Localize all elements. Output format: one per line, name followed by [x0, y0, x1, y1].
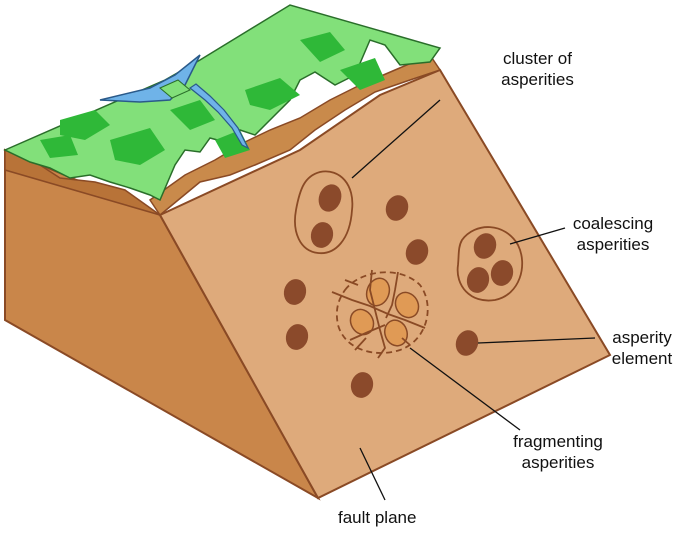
coalescing-outline — [456, 226, 523, 302]
grass-patch — [40, 135, 78, 158]
asperity-element — [466, 267, 490, 293]
asperity-element — [318, 184, 342, 212]
asperity-element — [455, 330, 479, 356]
fracture-lines — [331, 269, 426, 359]
label-line: element — [611, 349, 673, 368]
label-line: coalescing — [572, 214, 654, 233]
grass-patch — [170, 100, 215, 130]
label-coalescing-asperities: coalescing asperities — [558, 213, 668, 255]
asperity-element — [490, 260, 514, 286]
grass-patch — [245, 78, 300, 110]
fragmenting-outline — [335, 271, 429, 354]
label-fragmenting-asperities: fragmenting asperities — [498, 431, 618, 473]
label-line: fragmenting — [513, 432, 603, 451]
fragment-asperity — [383, 319, 409, 347]
grass-patch — [60, 110, 110, 140]
leader-fault-plane — [359, 447, 386, 501]
grass-patch — [300, 32, 345, 62]
cluster-outline — [294, 170, 354, 254]
asperity-element — [285, 324, 309, 350]
label-line: asperity — [612, 328, 672, 347]
asperity-element — [473, 233, 497, 259]
grass-patch — [340, 58, 385, 90]
leader-coalescing — [509, 227, 566, 245]
label-fault-plane: fault plane — [338, 508, 417, 527]
leader-fragmenting — [409, 347, 521, 431]
label-cluster-of-asperities: cluster of asperities — [490, 48, 585, 90]
asperity-element — [405, 239, 429, 265]
fragment-asperity — [349, 308, 375, 336]
lake-island — [159, 79, 191, 99]
asperity-element — [350, 372, 374, 398]
label-line: asperities — [576, 235, 650, 254]
grass-patch — [110, 128, 165, 165]
label-asperity-element: asperity element — [598, 327, 686, 369]
label-line: asperities — [521, 453, 595, 472]
asperity-element — [283, 279, 307, 305]
fragment-asperity — [394, 291, 420, 319]
asperity-element — [310, 222, 334, 248]
river — [188, 83, 250, 150]
asperity-element — [385, 195, 409, 221]
leader-cluster — [351, 99, 441, 179]
soil-band-left — [4, 148, 161, 216]
label-line: cluster of — [503, 49, 572, 68]
leader-element — [477, 337, 596, 344]
label-line: asperities — [501, 70, 574, 89]
